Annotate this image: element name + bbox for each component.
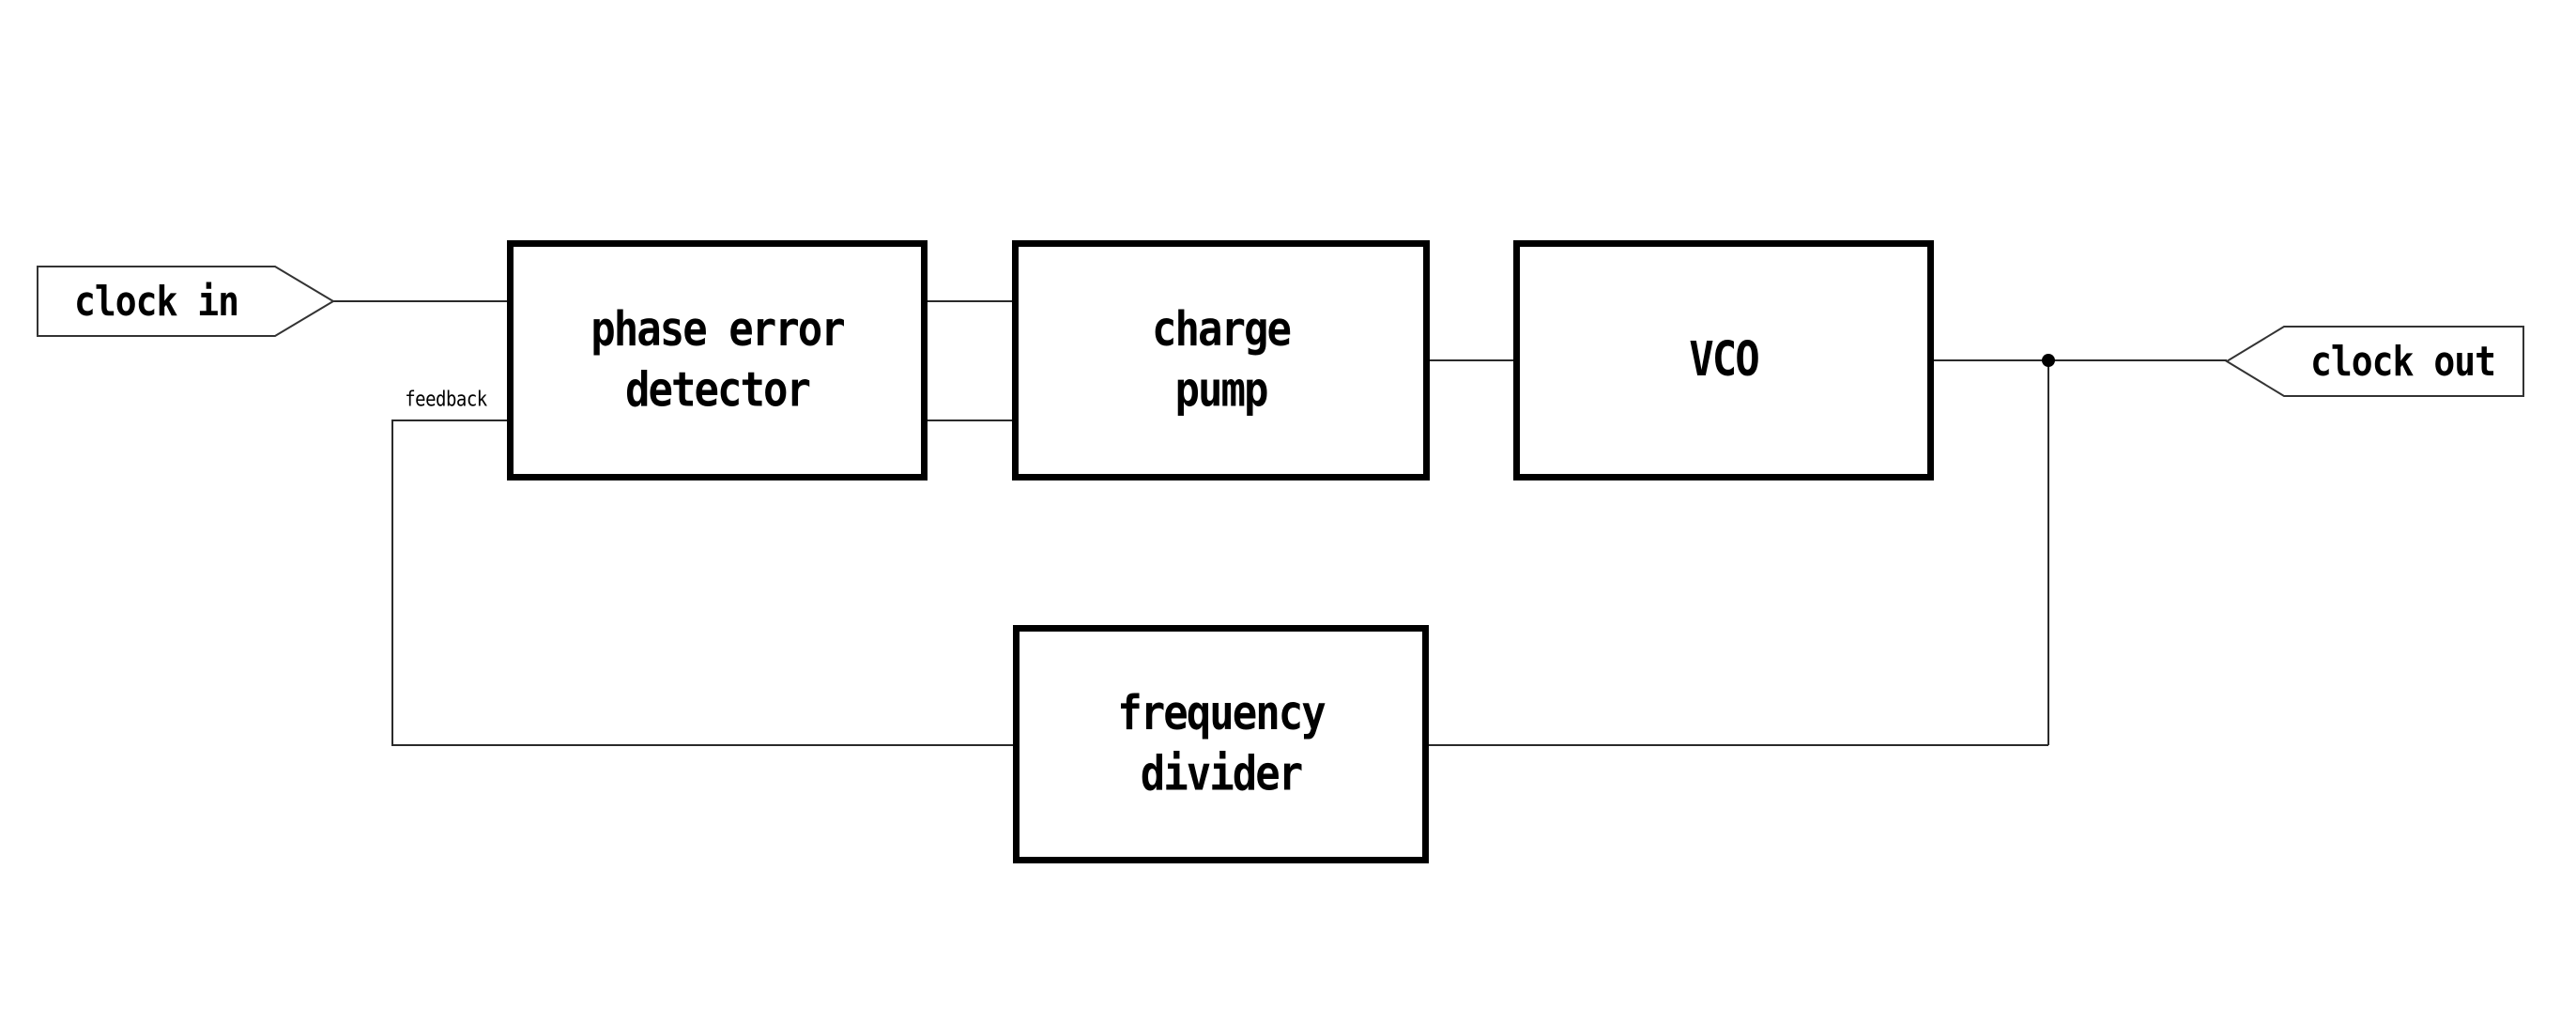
clock-in-pentagon <box>37 266 335 337</box>
clock-out-pentagon <box>2225 326 2524 397</box>
wire-feedback-rise <box>391 419 393 746</box>
clock-out-tag-shape <box>2225 326 2524 397</box>
wire-detector-to-pump-upper <box>928 300 1012 302</box>
wire-divider-to-feedback <box>391 744 1015 746</box>
block-charge-pump: charge pump <box>1012 240 1430 480</box>
block-vco-label: VCO <box>1689 332 1759 388</box>
clock-out-tag: clock out <box>2283 327 2522 396</box>
block-vco: VCO <box>1513 240 1934 480</box>
block-phase-error-detector: phase error detector <box>507 240 928 480</box>
clock-in-tag-shape <box>37 266 335 337</box>
clock-in-tag: clock in <box>38 267 275 336</box>
block-frequency-divider-label: frequency divider <box>1117 685 1326 801</box>
clock-in-label: clock in <box>73 277 239 326</box>
block-frequency-divider: frequency divider <box>1013 625 1429 863</box>
wire-vco-to-clock-out <box>1934 359 2227 361</box>
feedback-annotation: feedback <box>405 387 487 411</box>
wire-pump-to-vco <box>1430 359 1513 361</box>
wire-feedback-to-detector <box>391 419 507 421</box>
wire-junction-to-divider <box>1427 744 2048 746</box>
wire-detector-to-pump-lower <box>928 419 1012 421</box>
block-phase-error-detector-label: phase error detector <box>590 301 845 418</box>
wire-clock-in-to-detector <box>333 300 507 302</box>
junction-dot <box>2042 354 2055 367</box>
wire-feedback-drop <box>2047 359 2049 745</box>
block-charge-pump-label: charge pump <box>1152 301 1292 418</box>
clock-out-label: clock out <box>2310 337 2496 386</box>
